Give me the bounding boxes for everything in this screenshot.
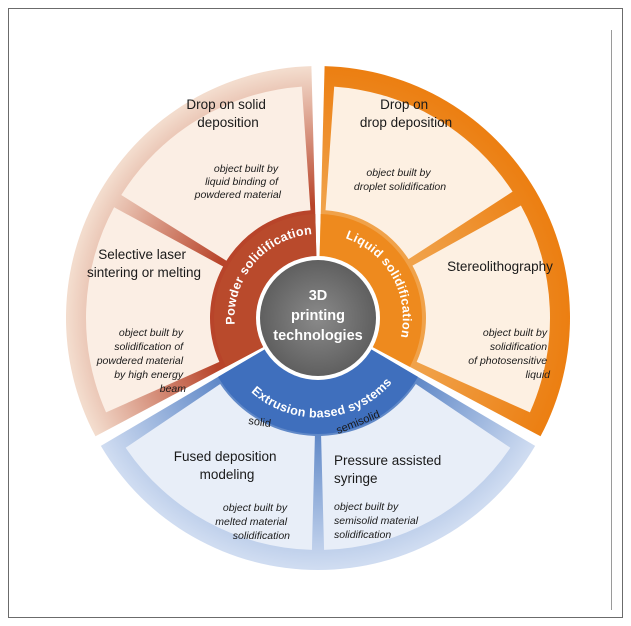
tech-drop-on-solid-desc: object built by liquid binding of powder…: [194, 163, 282, 201]
tech-drop-on-solid-title: Drop on solid deposition: [186, 97, 269, 130]
hub-label-line-2: printing: [291, 308, 345, 324]
hub-label-line-1: 3D: [309, 288, 328, 304]
tech-fused-deposition-title: Fused deposition modeling: [174, 449, 281, 482]
ring-band-extrusion: [218, 349, 418, 434]
tech-selective-laser-title: Selective laser sintering or melting: [87, 247, 201, 280]
panel-pressure-syringe: [321, 383, 511, 550]
hub-label-line-3: technologies: [273, 328, 362, 344]
tech-pressure-syringe-title: Pressure assisted syringe: [334, 453, 445, 486]
panel-drop-on-solid: [121, 86, 311, 261]
tech-stereolithography-title: Stereolithography: [447, 259, 553, 274]
tech-stereolithography-desc: object built by solidification of photos…: [468, 327, 551, 381]
tech-drop-on-drop-desc: object built by droplet solidification: [354, 167, 446, 193]
panel-stereolithography: [412, 205, 550, 413]
panel-selective-laser: [85, 207, 224, 413]
page-rule: [611, 30, 612, 610]
panel-drop-on-drop: [325, 86, 513, 260]
panel-fused-deposition: [125, 383, 315, 550]
tech-pressure-syringe-desc: object built by semisolid material solid…: [334, 501, 421, 541]
subcategory-solid: solid: [248, 415, 272, 430]
tech-selective-laser-desc: object built by solidification of powder…: [96, 327, 187, 395]
ring-band-liquid: [319, 214, 422, 367]
ring-band-powder: [214, 214, 317, 367]
hub-circle: [260, 260, 376, 376]
tech-drop-on-drop-title: Drop on drop deposition: [360, 97, 452, 130]
tech-fused-deposition-desc: object built by melted material solidifi…: [215, 502, 290, 542]
